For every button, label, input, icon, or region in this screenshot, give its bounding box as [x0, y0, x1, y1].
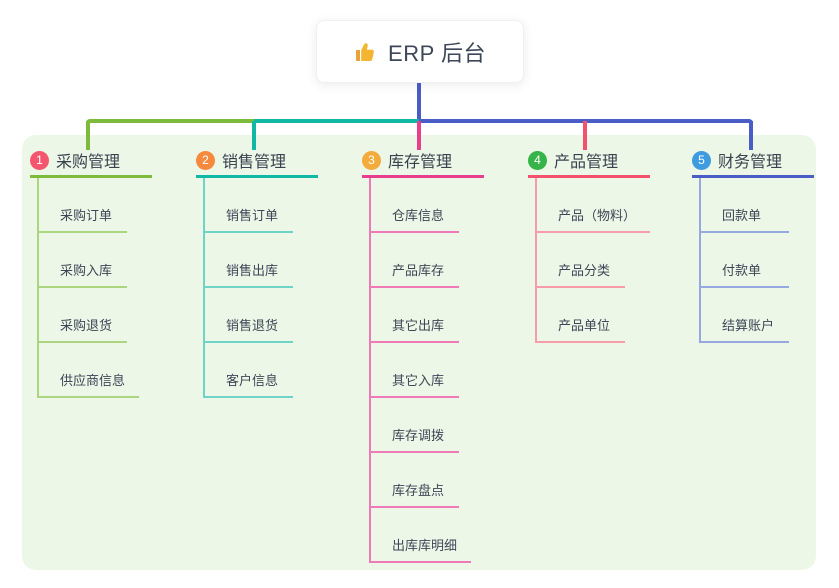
child-node[interactable]: 销售出库 [205, 233, 293, 288]
child-node[interactable]: 回款单 [701, 178, 789, 233]
branch-number-badge: 3 [362, 150, 381, 170]
branch-header[interactable]: 5 财务管理 [692, 135, 814, 178]
child-label: 采购入库 [60, 263, 113, 278]
child-node[interactable]: 其它入库 [371, 343, 459, 398]
child-node[interactable]: 仓库信息 [371, 178, 459, 233]
child-label: 结算账户 [722, 318, 775, 333]
child-label: 库存盘点 [392, 483, 445, 498]
child-node[interactable]: 结算账户 [701, 288, 789, 343]
branch-children: 回款单付款单结算账户 [699, 178, 822, 343]
child-label: 出库库明细 [392, 538, 458, 553]
child-node[interactable]: 供应商信息 [39, 343, 140, 398]
branch-label: 财务管理 [718, 154, 783, 171]
branch-number-badge: 2 [196, 150, 215, 170]
branch-number-badge: 1 [30, 150, 49, 170]
branch-label: 销售管理 [222, 154, 287, 171]
child-node[interactable]: 产品（物料） [537, 178, 651, 233]
child-label: 采购订单 [60, 208, 113, 223]
branch-number-badge: 4 [528, 150, 547, 170]
branch-label: 产品管理 [554, 154, 619, 171]
connector-drop-2 [252, 121, 256, 150]
connector-bus-middle [254, 119, 419, 123]
branch-label: 库存管理 [388, 154, 453, 171]
branch-label: 采购管理 [56, 154, 121, 171]
child-node[interactable]: 库存调拨 [371, 398, 459, 453]
child-label: 销售订单 [226, 208, 279, 223]
branch: 3 库存管理 仓库信息产品库存其它出库其它入库库存调拨库存盘点出库库明细 [362, 135, 492, 563]
connector-drop-3 [417, 121, 421, 150]
child-label: 供应商信息 [60, 373, 126, 388]
branch-children: 产品（物料） 产品分类产品单位 [535, 178, 658, 343]
child-node[interactable]: 采购退货 [39, 288, 127, 343]
child-node[interactable]: 销售退货 [205, 288, 293, 343]
branch-header[interactable]: 1 采购管理 [30, 135, 152, 178]
branch-header[interactable]: 4 产品管理 [528, 135, 650, 178]
child-node[interactable]: 库存盘点 [371, 453, 459, 508]
child-label: 其它出库 [392, 318, 445, 333]
branch: 4 产品管理 产品（物料） 产品分类产品单位 [528, 135, 658, 343]
branch: 2 销售管理 销售订单销售出库销售退货客户信息 [196, 135, 326, 398]
child-label: 付款单 [722, 263, 762, 278]
connector-drop-4 [583, 121, 587, 150]
thumbs-up-icon [354, 40, 378, 64]
child-label: 库存调拨 [392, 428, 445, 443]
child-node[interactable]: 出库库明细 [371, 508, 472, 563]
connector-root-vertical [417, 83, 421, 121]
child-node[interactable]: 采购订单 [39, 178, 127, 233]
child-node[interactable]: 产品单位 [537, 288, 625, 343]
branch-children: 仓库信息产品库存其它出库其它入库库存调拨库存盘点出库库明细 [369, 178, 492, 563]
child-label: 回款单 [722, 208, 762, 223]
child-label: 客户信息 [226, 373, 279, 388]
branch-children: 采购订单采购入库采购退货供应商信息 [37, 178, 160, 398]
child-label: 产品库存 [392, 263, 445, 278]
branch-header[interactable]: 2 销售管理 [196, 135, 318, 178]
child-label: 产品分类 [558, 263, 611, 278]
child-label: 其它入库 [392, 373, 445, 388]
connector-bus-left [86, 119, 254, 123]
child-label: 销售出库 [226, 263, 279, 278]
child-label: 产品（物料） [558, 208, 637, 223]
branch-header[interactable]: 3 库存管理 [362, 135, 484, 178]
branch: 1 采购管理 采购订单采购入库采购退货供应商信息 [30, 135, 160, 398]
child-node[interactable]: 产品库存 [371, 233, 459, 288]
connector-drop-1 [86, 121, 90, 150]
child-label: 采购退货 [60, 318, 113, 333]
child-node[interactable]: 产品分类 [537, 233, 625, 288]
child-label: 销售退货 [226, 318, 279, 333]
branch: 5 财务管理 回款单付款单结算账户 [692, 135, 822, 343]
child-node[interactable]: 其它出库 [371, 288, 459, 343]
root-title: ERP 后台 [388, 40, 486, 66]
child-node[interactable]: 客户信息 [205, 343, 293, 398]
child-node[interactable]: 销售订单 [205, 178, 293, 233]
branches-panel [22, 135, 816, 570]
child-node[interactable]: 采购入库 [39, 233, 127, 288]
child-label: 产品单位 [558, 318, 611, 333]
child-node[interactable]: 付款单 [701, 233, 789, 288]
root-node[interactable]: ERP 后台 [316, 20, 524, 83]
branch-children: 销售订单销售出库销售退货客户信息 [203, 178, 326, 398]
child-label: 仓库信息 [392, 208, 445, 223]
connector-drop-5 [749, 121, 753, 150]
branch-number-badge: 5 [692, 150, 711, 170]
